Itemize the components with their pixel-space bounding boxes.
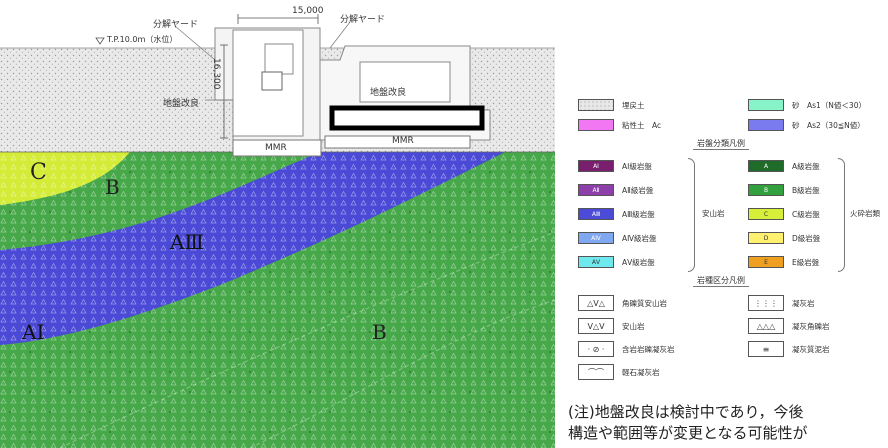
legend-label: E級岩盤: [792, 257, 820, 267]
legend-item-grade-c: C C級岩盤: [748, 207, 820, 221]
zone-a3-pattern: [0, 152, 505, 345]
legend-label: AⅠ級岩盤: [622, 161, 652, 171]
legend-item-breccia-andesite: △V△ 角礫質安山岩: [578, 294, 667, 312]
legend-label: 砂 As2（30≦N値）: [792, 120, 865, 130]
legend-item-a3: AⅢ AⅢ級岩盤: [578, 207, 655, 221]
water-level-label: T.P.10.0ｍ（水位）: [107, 35, 178, 44]
legend-swatch: AⅠ: [578, 160, 614, 172]
mmr-left-label: MMR: [265, 143, 287, 153]
legend-label: 軽石凝灰岩: [622, 367, 660, 377]
legend-symbol: ⌒⌒: [578, 364, 614, 380]
legend-item-clay: 粘性土 Ac: [578, 118, 661, 132]
andesite-brace: [688, 158, 695, 272]
legend-swatch: C: [748, 208, 784, 220]
legend-item-grade-e: E E級岩盤: [748, 255, 819, 269]
note-line-1: (注)地盤改良は検討中であり，今後: [568, 403, 804, 421]
legend-item-tuffaceous-mudstone: ≡ 凝灰質泥岩: [748, 340, 830, 358]
legend-item-lapilli-tuff: · ⊘ · 含岩岩礫凝灰岩: [578, 340, 675, 358]
legend-label: AⅡ級岩盤: [622, 185, 654, 195]
legend-swatch: D: [748, 232, 784, 244]
volcanic-brace: [838, 158, 845, 272]
legend-symbol: ≡: [748, 341, 784, 357]
legend-label: B級岩盤: [792, 185, 820, 195]
legend-label: A級岩盤: [792, 161, 820, 171]
legend-symbol: · ⊘ ·: [578, 341, 614, 357]
legend-item-sand-as1: 砂 As1（N値＜30）: [748, 98, 866, 112]
legend-label: 凝灰質泥岩: [792, 344, 830, 354]
legend-label: C級岩盤: [792, 209, 820, 219]
legend-item-a2: AⅡ AⅡ級岩盤: [578, 183, 653, 197]
legend-swatch: [578, 119, 614, 131]
legend-swatch: AⅣ: [578, 232, 614, 244]
ground-improvement-box: [329, 105, 485, 131]
legend-item-grade-b: B B級岩盤: [748, 183, 820, 197]
legend-item-backfill: 埋戻土: [578, 98, 645, 112]
legend-item-tuff: ⋮⋮⋮ 凝灰岩: [748, 294, 815, 312]
andesite-group-label: 安山岩: [702, 209, 725, 218]
legend-label: 砂 As1（N値＜30）: [792, 100, 866, 110]
legend-swatch: AⅡ: [578, 184, 614, 196]
legend-item-andesite: V△V 安山岩: [578, 317, 645, 335]
legend-swatch: E: [748, 256, 784, 268]
zone-label-a3: AⅢ: [170, 230, 204, 254]
ground-improvement-right-label: 地盤改良: [370, 88, 407, 98]
legend-label: AⅣ級岩盤: [622, 233, 657, 243]
zone-label-c: C: [30, 160, 47, 185]
note: (注)地盤改良は検討中であり，今後 構造や範囲等が変更となる可能性が: [568, 402, 888, 444]
yard-label-right: 分解ヤード: [340, 15, 386, 25]
legend-item-grade-d: D D級岩盤: [748, 231, 820, 245]
legend-swatch: [578, 99, 614, 111]
legend-symbol: △V△: [578, 295, 614, 311]
legend-item-a4: AⅣ AⅣ級岩盤: [578, 231, 657, 245]
mmr-right-label: MMR: [392, 136, 414, 146]
ground-improvement-left-label: 地盤改良: [163, 99, 200, 109]
legend-swatch: [748, 99, 784, 111]
legend-symbol: ⋮⋮⋮: [748, 295, 784, 311]
note-line-2: 構造や範囲等が変更となる可能性が: [568, 424, 808, 442]
legend-label: 凝灰岩: [792, 298, 815, 308]
rock-class-heading: 岩盤分類凡例: [693, 138, 749, 150]
legend-label: 凝灰角礫岩: [792, 321, 830, 331]
volcanic-group-label: 火砕岩類: [850, 209, 880, 218]
legend-swatch: AⅢ: [578, 208, 614, 220]
mmr-right-box: [324, 135, 471, 149]
legend-label: 安山岩: [622, 321, 645, 331]
legend-swatch: A: [748, 160, 784, 172]
geologic-cross-section: [0, 14, 555, 448]
dimension-height-label: 16,300: [211, 58, 221, 90]
mmr-left-box: [232, 139, 322, 157]
legend-item-grade-a: A A級岩盤: [748, 159, 820, 173]
dimension-width-label: 15,000: [292, 6, 324, 16]
legend-swatch: B: [748, 184, 784, 196]
zone-label-a1: AⅠ: [22, 320, 45, 344]
legend-item-a5: AⅤ AⅤ級岩盤: [578, 255, 655, 269]
legend-label: 粘性土 Ac: [622, 120, 662, 130]
legend-symbol: △△△: [748, 318, 784, 334]
legend-label: D級岩盤: [792, 233, 821, 243]
legend-label: 含岩岩礫凝灰岩: [622, 344, 675, 354]
yard-label-left: 分解ヤード: [153, 20, 199, 30]
legend-swatch: [748, 119, 784, 131]
legend: 埋戻土 粘性土 Ac 砂 As1（N値＜30） 砂 As2（30≦N値） 岩盤分…: [560, 84, 888, 384]
legend-item-tuff-breccia: △△△ 凝灰角礫岩: [748, 317, 830, 335]
zone-c-pattern: [0, 152, 130, 205]
legend-symbol: V△V: [578, 318, 614, 334]
legend-item-sand-as2: 砂 As2（30≦N値）: [748, 118, 865, 132]
legend-swatch: AⅤ: [578, 256, 614, 268]
zone-label-b-upper: B: [105, 175, 120, 199]
legend-label: AⅢ級岩盤: [622, 209, 655, 219]
legend-label: 埋戻土: [622, 100, 645, 110]
structure-left: [214, 27, 321, 141]
zone-label-b-lower: B: [372, 320, 387, 344]
rock-zone-heading: 岩種区分凡例: [693, 275, 749, 287]
legend-item-a1: AⅠ AⅠ級岩盤: [578, 159, 652, 173]
legend-item-pumice-tuff: ⌒⌒ 軽石凝灰岩: [578, 363, 660, 381]
legend-label: 角礫質安山岩: [622, 298, 667, 308]
legend-label: AⅤ級岩盤: [622, 257, 655, 267]
